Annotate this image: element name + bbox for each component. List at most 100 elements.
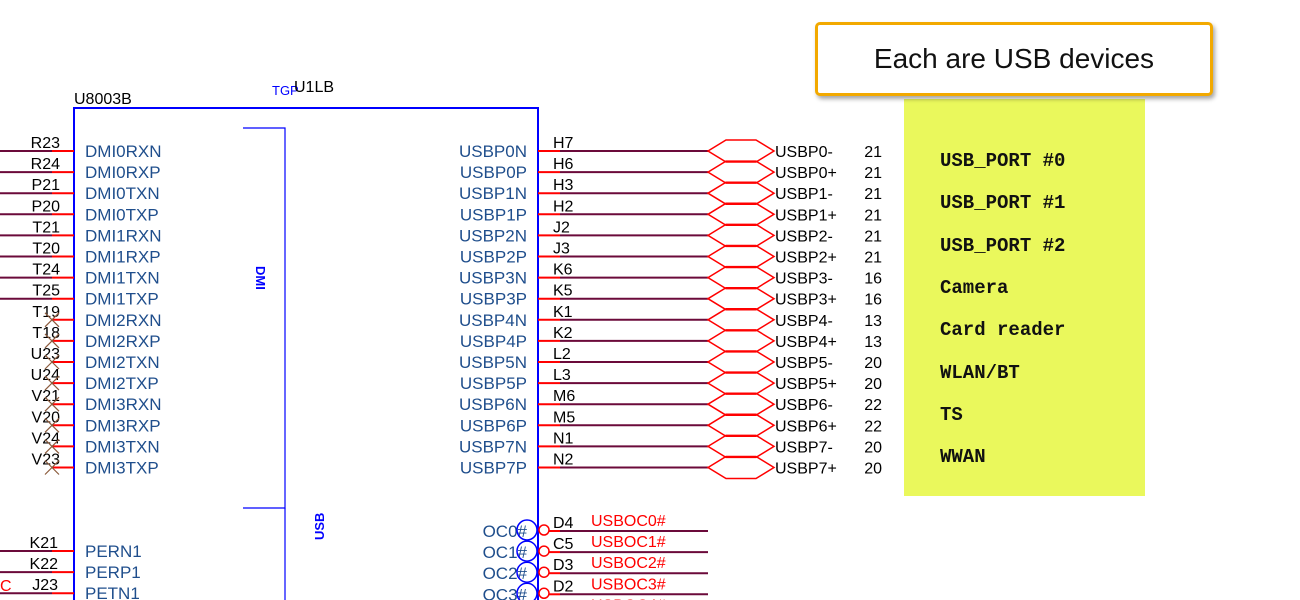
offpage-connector-icon (706, 265, 776, 290)
pin-number: D3 (553, 557, 574, 574)
offpage-connector-icon (706, 139, 776, 163)
pin-name: USBP3P (460, 290, 527, 309)
pin-number: K21 (30, 535, 59, 552)
net-label: USBP4- (775, 313, 833, 330)
pin-number: K1 (553, 304, 573, 321)
pin-number: D2 (553, 578, 574, 595)
net-label: USBP6+ (775, 418, 837, 435)
page-ref: 20 (864, 355, 882, 372)
pin-name: USBP6N (459, 395, 527, 414)
net-label: USBP5- (775, 355, 833, 372)
offpage-label: C (0, 578, 12, 595)
net-label: USBP5+ (775, 376, 837, 393)
offpage-connector-icon (706, 455, 776, 480)
net-label: USBP2+ (775, 250, 837, 267)
pin-name: DMI3TXP (85, 459, 159, 478)
net-label: USBP3+ (775, 292, 837, 309)
no-connect-icon (44, 312, 60, 328)
pin-number: J2 (553, 219, 570, 236)
pin-number: K2 (553, 325, 573, 342)
device-list-item: TS (940, 403, 963, 426)
offpage-connector-icon (706, 308, 776, 332)
pin-name: DMI3RXN (85, 395, 162, 414)
pin-name: USBP5N (459, 353, 527, 372)
net-label: USBOC1# (591, 534, 666, 551)
component-body (73, 107, 539, 600)
pin-name: DMI1TXP (85, 290, 159, 309)
page-ref: 13 (864, 334, 882, 351)
offpage-connector-icon (706, 244, 776, 269)
no-connect-icon (44, 375, 60, 391)
active-low-bubble-icon (538, 587, 550, 600)
pin-number: T19 (32, 304, 60, 321)
net-label: USBP1- (775, 186, 833, 203)
pin-name: USBP3N (459, 269, 527, 288)
page-ref: 21 (864, 207, 882, 224)
net-label: USBP6- (775, 397, 833, 414)
right-ref-designator: U1LB (294, 79, 334, 96)
pin-number: T21 (32, 219, 60, 236)
pin-number: V20 (32, 409, 61, 426)
pin-name: PERP1 (85, 563, 141, 582)
device-list-item: USB_PORT #2 (940, 234, 1066, 257)
offpage-connector-icon (706, 286, 776, 311)
pin-number: N2 (553, 452, 574, 469)
pin-number: C5 (553, 536, 574, 553)
left-ref-designator: U8003B (74, 91, 132, 108)
net-label: USBP0- (775, 144, 833, 161)
page-ref: 21 (864, 250, 882, 267)
page-ref: 21 (864, 228, 882, 245)
active-low-bubble-icon (538, 524, 550, 536)
page-ref: 21 (864, 165, 882, 182)
offpage-connector-icon (706, 371, 776, 395)
page-ref: 20 (864, 461, 882, 478)
net-label: USBOC3# (591, 576, 666, 593)
inversion-bubble-icon (516, 519, 538, 541)
pin-number: T18 (32, 325, 60, 342)
pin-number: P20 (32, 198, 61, 215)
no-connect-icon (44, 417, 60, 433)
pin-name: USBP2N (459, 226, 527, 245)
callout-box: Each are USB devices (815, 22, 1213, 96)
pin-name: DMI1RXP (85, 248, 161, 267)
pin-number: D4 (553, 515, 574, 532)
net-label: USBOC0# (591, 513, 666, 530)
pin-number: H6 (553, 156, 574, 173)
pin-number: V23 (32, 452, 61, 469)
pin-name: OC1# (483, 543, 528, 562)
page-ref: 16 (864, 271, 882, 288)
pin-number: T20 (32, 241, 60, 258)
net-label: USBOC4# (591, 597, 666, 600)
group-label-usb: USB (312, 513, 327, 540)
pin-name: USBP7N (459, 437, 527, 456)
active-low-bubble-icon (538, 545, 550, 557)
inversion-bubble-icon (516, 540, 538, 562)
pin-name: DMI0RXP (85, 163, 161, 182)
page-ref: 16 (864, 292, 882, 309)
pin-number: V24 (32, 430, 61, 447)
pin-name: USBP0N (459, 142, 527, 161)
device-list-item: WLAN/BT (940, 361, 1020, 384)
pin-number: H3 (553, 177, 574, 194)
active-low-bubble-icon (538, 566, 550, 578)
pin-name: DMI2RXP (85, 332, 161, 351)
page-ref: 22 (864, 397, 882, 414)
pin-name: USBP4P (460, 332, 527, 351)
offpage-connector-icon (706, 223, 776, 248)
pin-name: PERN1 (85, 542, 142, 561)
inversion-bubble-icon (516, 582, 538, 600)
offpage-connector-icon (706, 413, 776, 438)
pin-number: R23 (31, 135, 60, 152)
pin-number: N1 (553, 430, 574, 447)
page-ref: 22 (864, 418, 882, 435)
net-label: USBP0+ (775, 165, 837, 182)
net-label: USBP1+ (775, 207, 837, 224)
device-list-item: USB_PORT #1 (940, 192, 1066, 215)
pin-number: P21 (32, 177, 61, 194)
pin-name: DMI2RXN (85, 311, 162, 330)
group-label-dmi: DMI (253, 266, 268, 290)
pin-number: U24 (31, 367, 60, 384)
pin-number: M5 (553, 409, 575, 426)
net-label: USBOC2# (591, 555, 666, 572)
pin-name: DMI2TXP (85, 374, 159, 393)
